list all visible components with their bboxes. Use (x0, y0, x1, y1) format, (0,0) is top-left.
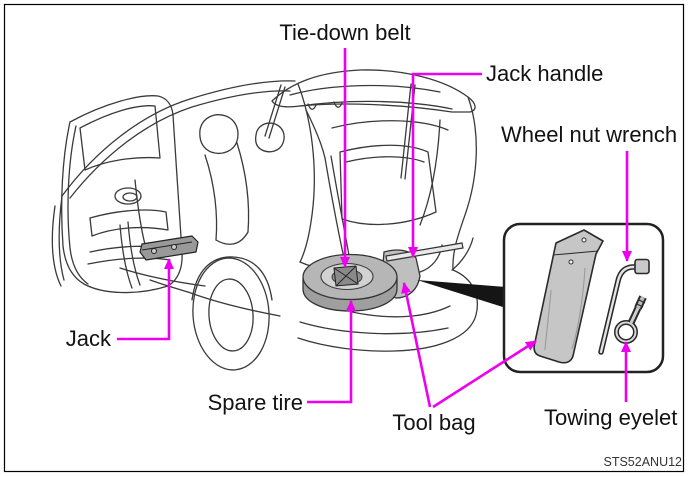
jack-in-car (139, 235, 199, 261)
callout-spare-tire (307, 300, 356, 404)
callouts (117, 48, 632, 409)
label-jack-handle: Jack handle (486, 61, 603, 86)
label-spare-tire: Spare tire (208, 390, 303, 415)
label-tie-down-belt: Tie-down belt (279, 20, 410, 45)
callout-jack (117, 258, 174, 341)
tool-bag-detail (533, 229, 604, 364)
inset-pointer-wedge (417, 280, 506, 308)
label-jack: Jack (66, 326, 112, 351)
callout-tool-bag-inset (432, 339, 537, 409)
tool-box-inset (502, 222, 665, 374)
tie-down-bracket (333, 265, 359, 287)
figure-code: STS52ANU12 (603, 455, 682, 469)
wheel-nut-wrench-detail (598, 258, 650, 355)
callout-jack-handle (408, 72, 482, 258)
jack-handle-rod (385, 242, 464, 262)
spare-tire (302, 253, 398, 312)
label-tool-bag: Tool bag (392, 410, 475, 435)
label-towing-eyelet: Towing eyelet (544, 405, 677, 430)
label-wheel-nut-wrench: Wheel nut wrench (501, 122, 677, 147)
callout-tool-bag-car (401, 282, 432, 408)
